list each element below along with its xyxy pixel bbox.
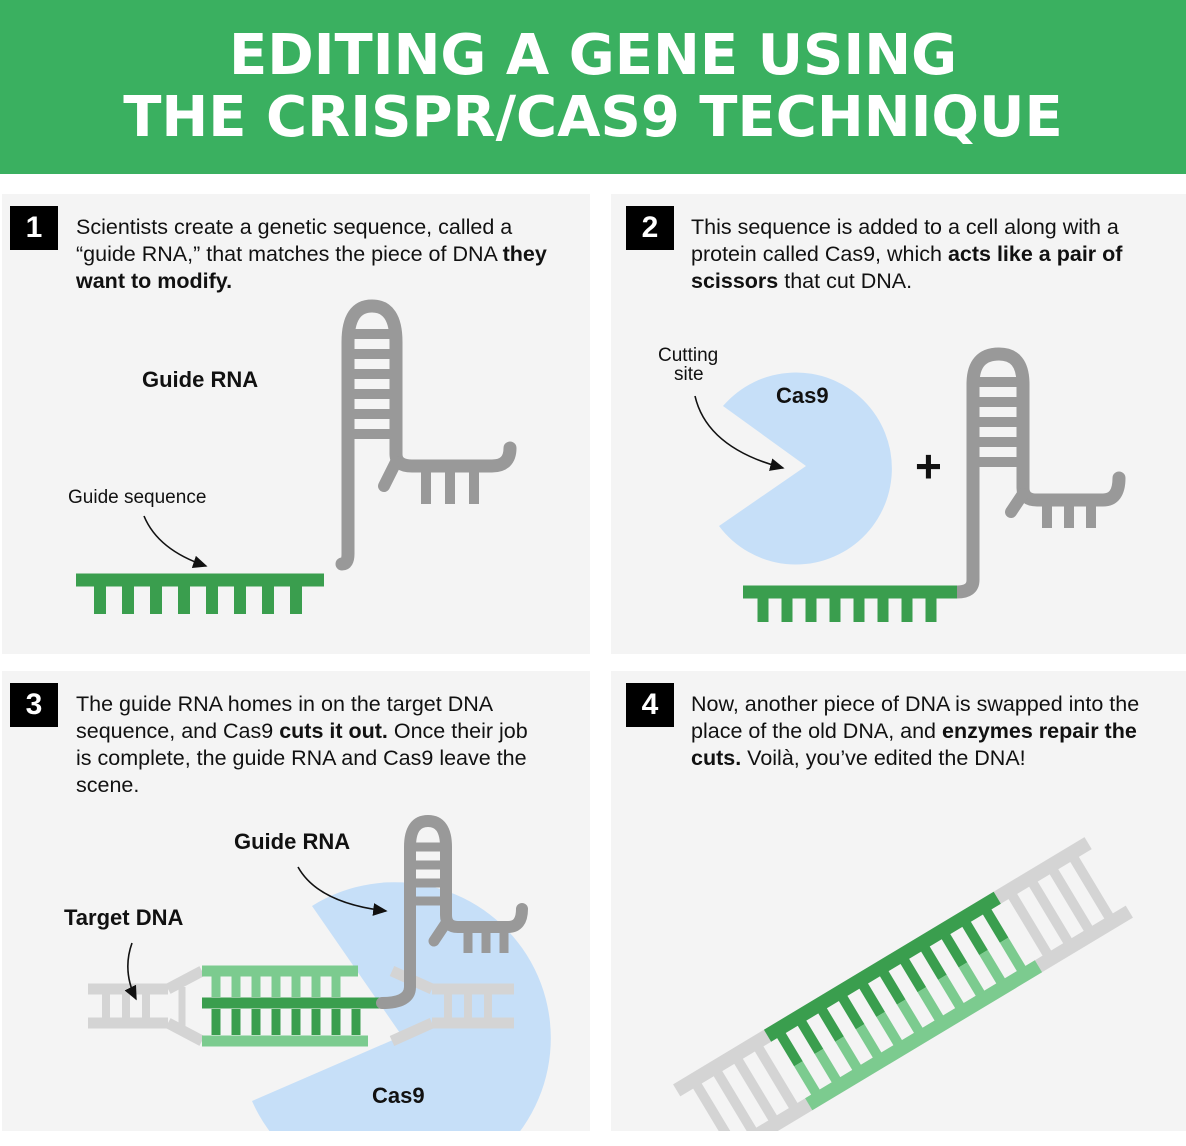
guide-rna-targeting-diagram: Guide RNA Target DNA Cas9: [64, 814, 551, 1131]
guide-rna-hairpin: [376, 814, 528, 1009]
title-line-1: EDITING A GENE USING: [228, 23, 958, 88]
cas9-label: Cas9: [776, 383, 829, 408]
step-4-panel: 4 Now, another piece of DNA is swapped i…: [611, 671, 1186, 1131]
step-description: This sequence is added to a cell along w…: [691, 214, 1181, 295]
guide-rna-diagram: Guide RNA Guide sequence: [68, 299, 517, 614]
cas9-plus-rna-diagram: Cutting site Cas9 +: [658, 345, 1126, 622]
guide-sequence-strand: [743, 585, 957, 622]
cas9-label: Cas9: [372, 1083, 425, 1108]
plus-sign: +: [915, 440, 942, 492]
desc-text: Scientists create a genetic sequence, ca…: [76, 215, 513, 266]
desc-bold: cuts it out.: [279, 719, 388, 743]
step-2-panel: 2 This sequence is added to a cell along…: [611, 194, 1186, 654]
step-3-panel: 3 The guide RNA homes in on the target D…: [2, 671, 590, 1131]
target-dna-green: [202, 965, 382, 1047]
cutting-site-label-1: Cutting: [658, 345, 718, 366]
desc-bold: they want to modify.: [76, 242, 547, 293]
step-number: 1: [10, 206, 58, 250]
step-number: 3: [10, 683, 58, 727]
target-dna-arrow: [124, 942, 137, 1001]
cutting-site-label-2: site: [674, 364, 704, 385]
edited-dna-ladder: [673, 837, 1133, 1131]
desc-bold: enzymes repair the cuts.: [691, 719, 1137, 770]
step-number: 2: [626, 206, 674, 250]
guide-rna-label: Guide RNA: [234, 829, 350, 854]
cas9-protein-shape: [719, 372, 892, 565]
desc-text: This sequence is added to a cell along w…: [691, 215, 1119, 266]
step-description: The guide RNA homes in on the target DNA…: [76, 691, 536, 799]
step-description: Scientists create a genetic sequence, ca…: [76, 214, 566, 295]
step-description: Now, another piece of DNA is swapped int…: [691, 691, 1181, 772]
step-1-panel: 1 Scientists create a genetic sequence, …: [2, 194, 590, 654]
desc-text-end: Once their job is complete, the guide RN…: [76, 719, 528, 797]
guide-rna-hairpin: [950, 347, 1126, 599]
cas9-protein-shape: [252, 882, 551, 1131]
desc-text: The guide RNA homes in on the target DNA…: [76, 692, 492, 743]
guide-rna-label: Guide RNA: [142, 367, 258, 392]
title-line-2: THE CRISPR/CAS9 TECHNIQUE: [123, 85, 1063, 150]
desc-bold: acts like a pair of scissors: [691, 242, 1123, 293]
guide-sequence-strand: [76, 573, 324, 614]
cutting-site-arrow: [694, 395, 785, 471]
target-dna-label: Target DNA: [64, 905, 183, 930]
desc-text-end: Voilà, you’ve edited the DNA!: [741, 746, 1026, 770]
desc-text: Now, another piece of DNA is swapped int…: [691, 692, 1140, 743]
target-dna-left-gray: [88, 966, 205, 1046]
step-number: 4: [626, 683, 674, 727]
desc-text-end: that cut DNA.: [778, 269, 913, 293]
edited-dna-diagram: [673, 837, 1133, 1131]
guide-rna-arrow: [297, 866, 388, 916]
guide-sequence-arrow: [143, 515, 208, 569]
guide-rna-hairpin: [335, 299, 517, 571]
guide-sequence-label: Guide sequence: [68, 487, 206, 508]
header-banner: EDITING A GENE USING THE CRISPR/CAS9 TEC…: [0, 0, 1186, 174]
